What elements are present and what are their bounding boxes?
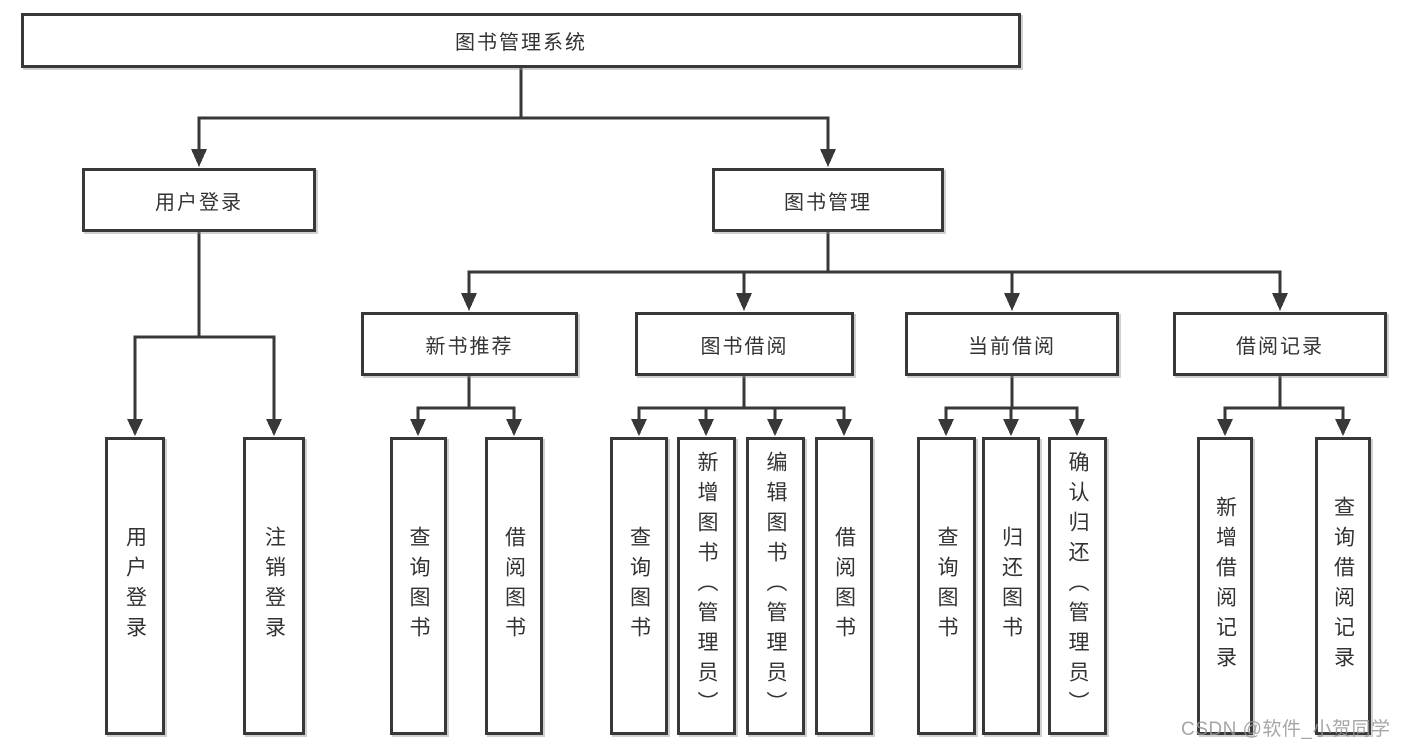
node-query-books-recommend: 查询图书	[390, 437, 447, 735]
node-book-borrowing: 图书借阅	[635, 312, 854, 376]
node-book-management-branch: 图书管理	[712, 168, 944, 232]
node-add-books-admin: 新增图书（管理员）	[677, 437, 736, 735]
node-borrowing-records: 借阅记录	[1173, 312, 1387, 376]
node-logout: 注销登录	[243, 437, 305, 735]
node-borrow-books-borrowing: 借阅图书	[815, 437, 873, 735]
node-query-borrow-record: 查询借阅记录	[1315, 437, 1371, 735]
node-borrow-books-recommend: 借阅图书	[485, 437, 543, 735]
csdn-watermark: CSDN @软件_小贺同学	[1181, 719, 1391, 740]
node-user-login: 用户登录	[105, 437, 165, 735]
node-current-borrowing: 当前借阅	[905, 312, 1119, 376]
node-confirm-return-admin: 确认归还（管理员）	[1048, 437, 1107, 735]
node-query-books-borrowing: 查询图书	[610, 437, 668, 735]
node-add-borrow-record: 新增借阅记录	[1197, 437, 1253, 735]
node-edit-books-admin: 编辑图书（管理员）	[746, 437, 805, 735]
node-new-book-recommendation: 新书推荐	[361, 312, 578, 376]
node-query-books-current: 查询图书	[917, 437, 976, 735]
node-user-login-branch: 用户登录	[82, 168, 316, 232]
node-return-books: 归还图书	[982, 437, 1040, 735]
node-library-management-system: 图书管理系统	[21, 13, 1021, 68]
